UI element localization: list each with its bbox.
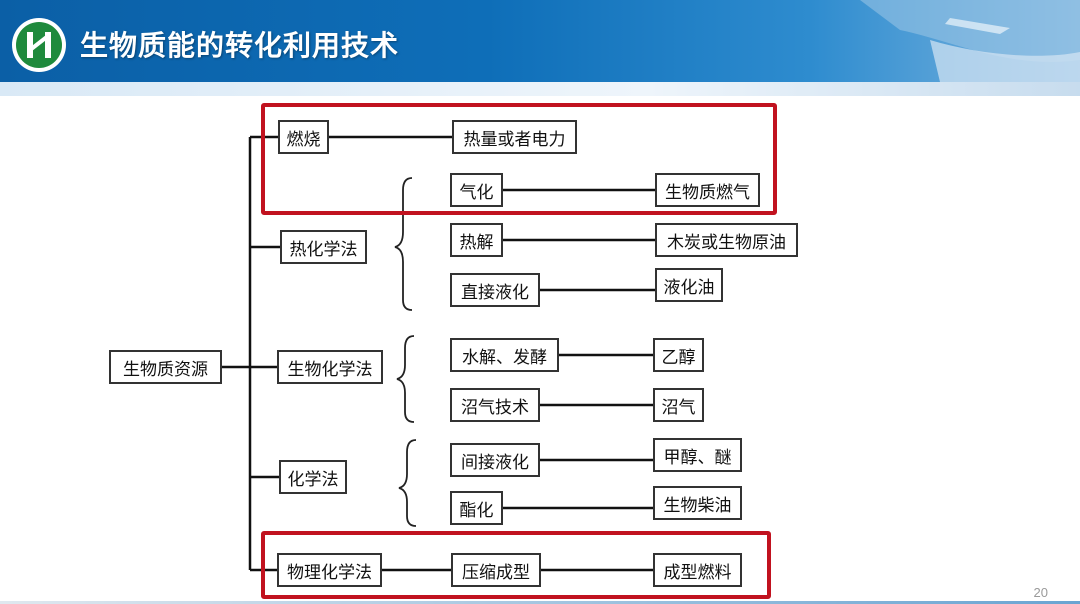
node-hydrolysis-fermentation: 水解、发酵 [450,338,559,372]
footer-line [0,601,1080,604]
highlight-box-top [261,103,777,215]
node-biogas-tech: 沼气技术 [450,388,540,422]
node-biodiesel: 生物柴油 [653,486,742,520]
node-biomass-gas: 生物质燃气 [655,173,760,207]
node-biogas: 沼气 [653,388,704,422]
node-thermochemical: 热化学法 [280,230,367,264]
node-physicochemical: 物理化学法 [277,553,382,587]
node-combustion: 燃烧 [278,120,329,154]
node-biochemical: 生物化学法 [277,350,383,384]
node-chemical: 化学法 [279,460,347,494]
header-decoration [860,0,1080,82]
node-pyrolysis: 热解 [450,223,503,257]
node-root: 生物质资源 [109,350,222,384]
node-methanol-ether: 甲醇、醚 [653,438,742,472]
page-number: 20 [1033,585,1048,600]
node-ethanol: 乙醇 [653,338,704,372]
node-compression-molding: 压缩成型 [451,553,541,587]
node-liquefied-oil: 液化油 [655,268,723,302]
slide-header: 生物质能的转化利用技术 [0,0,1080,96]
node-direct-liquefaction: 直接液化 [450,273,540,307]
node-charcoal-oil: 木炭或生物原油 [655,223,798,257]
highlight-box-bottom [261,531,771,599]
page-title: 生物质能的转化利用技术 [80,29,400,62]
node-esterification: 酯化 [450,491,503,525]
node-indirect-liquefaction: 间接液化 [450,443,540,477]
logo-icon [12,18,66,72]
node-molded-fuel: 成型燃料 [653,553,742,587]
node-heat-power: 热量或者电力 [452,120,577,154]
node-gasification: 气化 [450,173,503,207]
